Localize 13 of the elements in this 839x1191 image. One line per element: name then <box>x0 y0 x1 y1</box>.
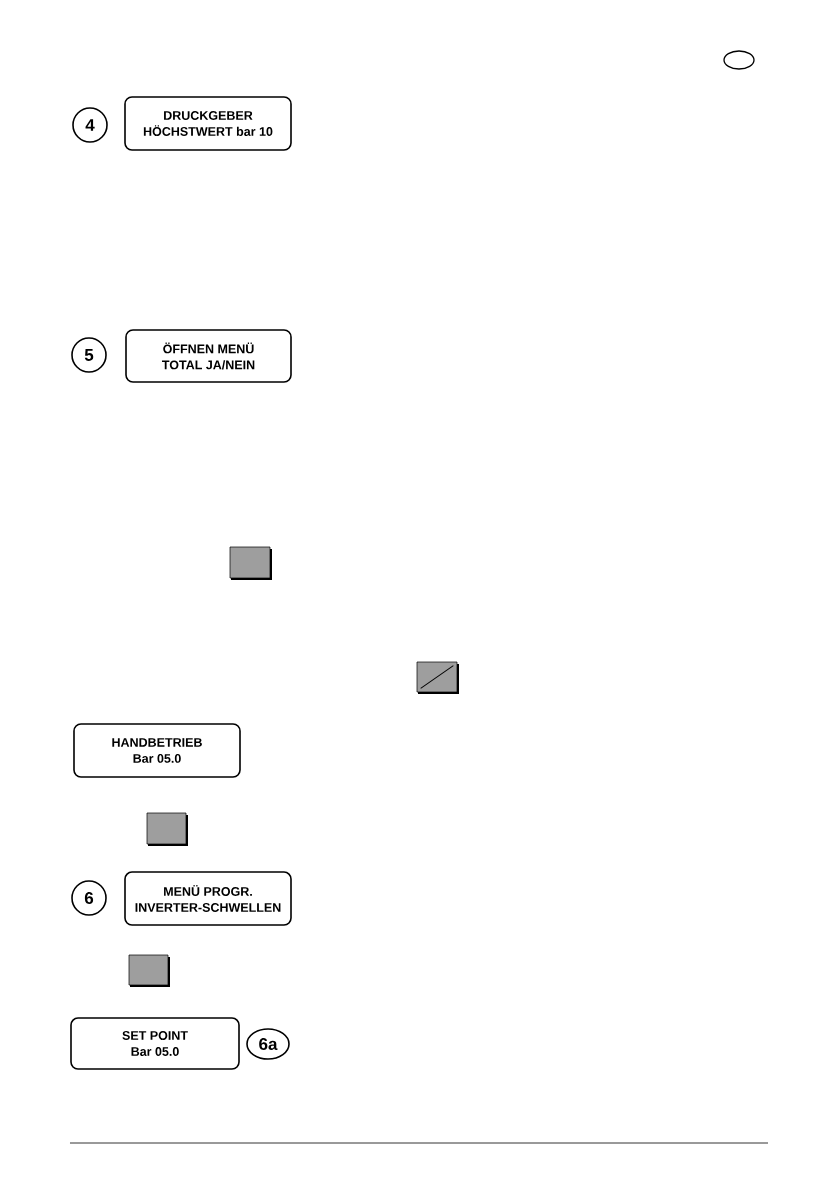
step-number: 4 <box>72 107 108 143</box>
slash-key <box>416 661 459 694</box>
step-number: 5 <box>71 337 107 373</box>
display-screen: HANDBETRIEB Bar 05.0 <box>73 723 241 778</box>
display-screen: SET POINT Bar 05.0 <box>70 1017 240 1070</box>
key <box>229 546 272 580</box>
key <box>128 954 170 987</box>
step-number: 6a <box>246 1028 290 1060</box>
key <box>146 812 188 846</box>
step-number: 6 <box>71 880 107 916</box>
display-screen: DRUCKGEBER HÖCHSTWERT bar 10 <box>124 96 292 151</box>
display-screen: MENÜ PROGR. INVERTER-SCHWELLEN <box>124 871 292 926</box>
display-screen: ÖFFNEN MENÜ TOTAL JA/NEIN <box>125 329 292 383</box>
